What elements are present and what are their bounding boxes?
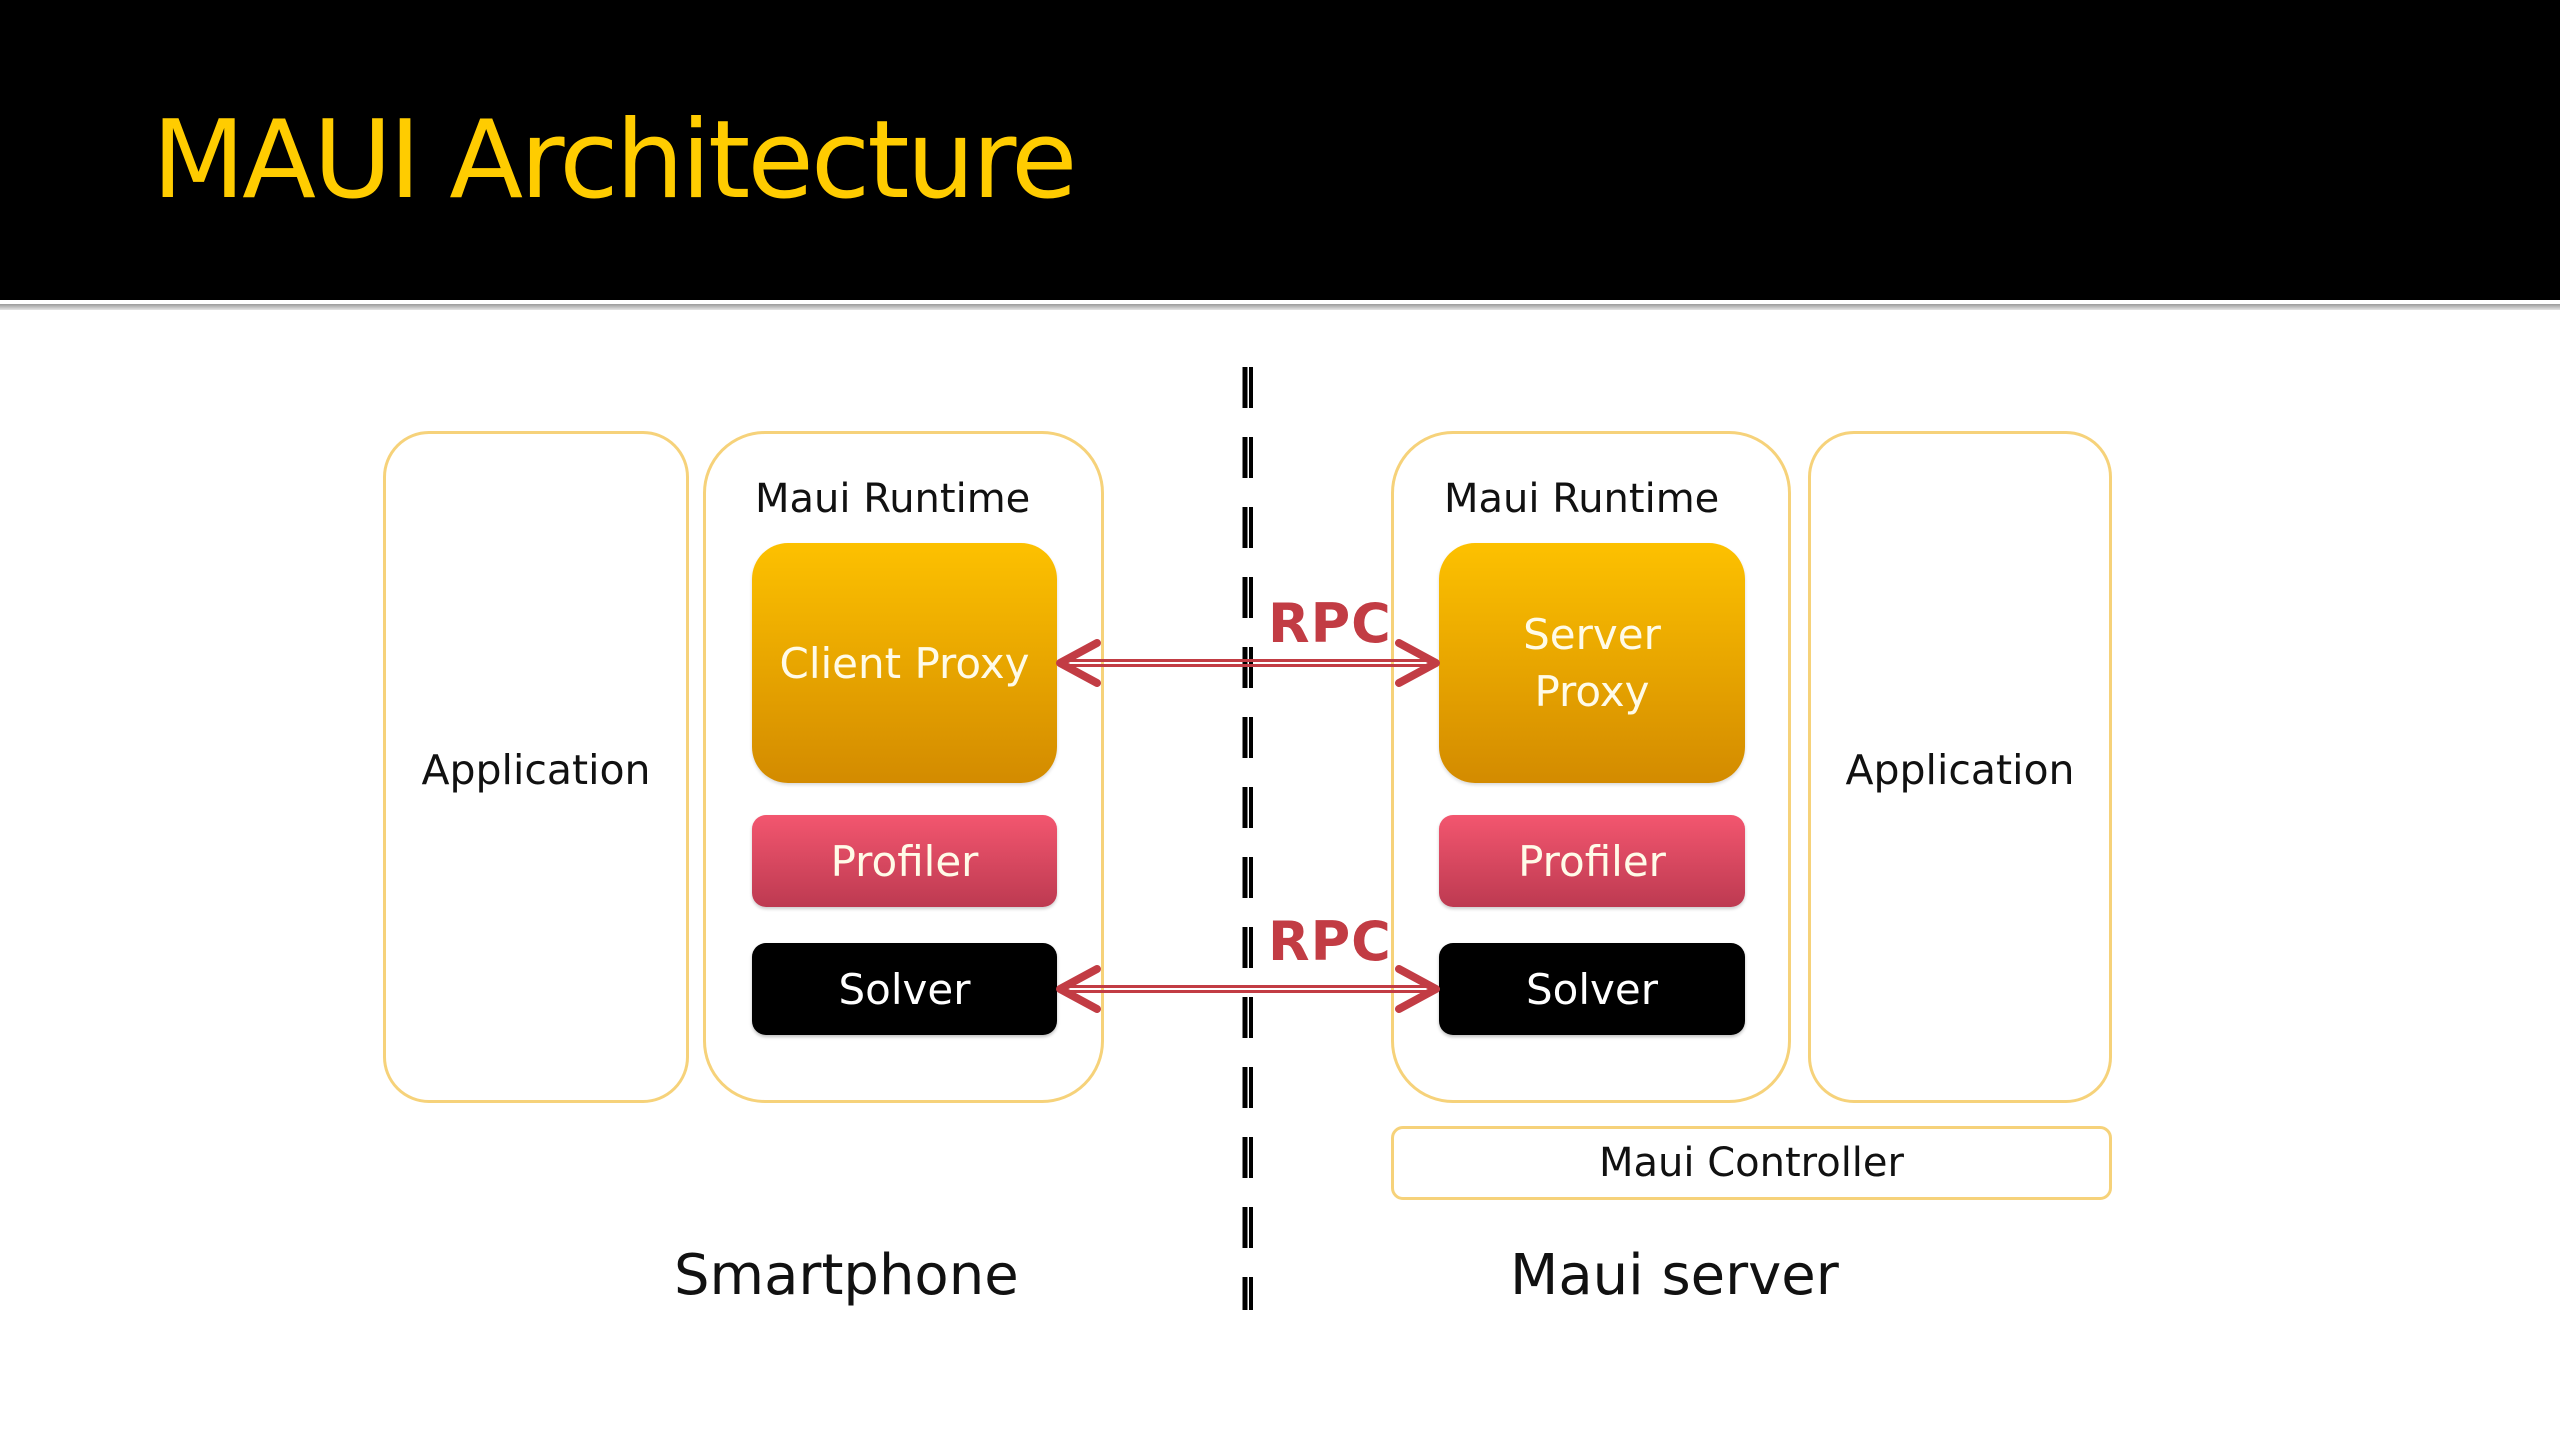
smartphone-profiler-label: Profiler [830, 836, 979, 886]
server-profiler-label: Profiler [1518, 836, 1666, 886]
arrowhead-left-icon [1056, 639, 1101, 687]
server-proxy-label-line1: Server [1523, 610, 1661, 659]
arrowhead-left-icon [1056, 965, 1101, 1013]
arrowhead-right-icon [1395, 965, 1440, 1013]
smartphone-application-box: Application [383, 431, 689, 1103]
arrowhead-right-icon [1395, 639, 1440, 687]
divider-dashed-line [1242, 367, 1253, 1310]
smartphone-profiler-box: Profiler [752, 815, 1057, 907]
rpc-arrow-proxy [1056, 639, 1440, 687]
server-application-box: Application [1808, 431, 2112, 1103]
server-solver-label: Solver [1526, 964, 1658, 1014]
server-proxy-box: Server Proxy [1439, 543, 1745, 783]
maui-server-label: Maui server [1510, 1243, 1839, 1308]
smartphone-runtime-label: Maui Runtime [755, 476, 1031, 522]
server-profiler-box: Profiler [1439, 815, 1745, 907]
server-solver-box: Solver [1439, 943, 1745, 1035]
smartphone-solver-label: Solver [838, 964, 971, 1014]
slide-title: MAUI Architecture [152, 98, 1077, 223]
server-runtime-label: Maui Runtime [1444, 476, 1720, 522]
smartphone-solver-box: Solver [752, 943, 1057, 1035]
smartphone-label: Smartphone [674, 1243, 1019, 1308]
client-proxy-label: Client Proxy [779, 638, 1030, 688]
rpc-label-solver: RPC [1268, 910, 1392, 973]
maui-controller-label: Maui Controller [1599, 1140, 1904, 1186]
client-proxy-box: Client Proxy [752, 543, 1057, 783]
rpc-arrow-solver [1056, 965, 1440, 1013]
rpc-label-proxy: RPC [1268, 592, 1392, 655]
header-divider [0, 304, 2560, 310]
server-proxy-label-line2: Proxy [1534, 667, 1650, 716]
maui-controller-box: Maui Controller [1391, 1126, 2112, 1200]
smartphone-application-label: Application [421, 746, 651, 794]
server-application-label: Application [1845, 746, 2075, 794]
slide-header [0, 0, 2560, 300]
